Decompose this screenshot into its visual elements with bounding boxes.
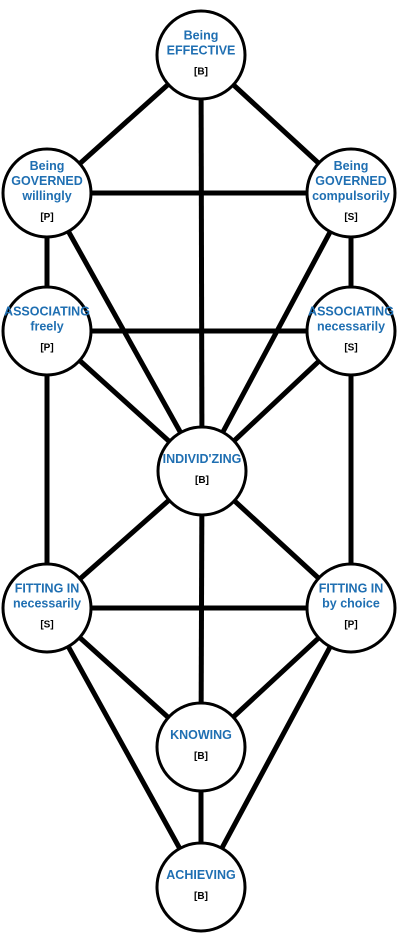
- edge-fitting-in-by-choice-achieving: [198, 606, 354, 889]
- node-label: GOVERNED: [11, 174, 83, 188]
- node-tag: [P]: [344, 620, 357, 631]
- node-label: ASSOCIATING: [4, 305, 90, 319]
- node-label: necessarily: [317, 320, 385, 334]
- node-label: GOVERNED: [315, 174, 387, 188]
- node-label: ACHIEVING: [166, 868, 235, 882]
- node-circle: [1, 285, 93, 377]
- node-label: FITTING IN: [319, 582, 384, 596]
- node-circle: [155, 841, 247, 933]
- node-tag: [B]: [195, 475, 209, 486]
- node-tag: [B]: [194, 891, 208, 902]
- node-label: EFFECTIVE: [167, 44, 236, 58]
- node-knowing: KNOWING [B]: [155, 701, 247, 793]
- node-label: willingly: [21, 189, 71, 203]
- node-tag: [S]: [40, 620, 53, 631]
- node-circle: [156, 425, 248, 517]
- node-label: KNOWING: [170, 728, 232, 742]
- node-label: Being: [30, 159, 65, 173]
- node-label: necessarily: [13, 597, 81, 611]
- node-tag: [B]: [194, 751, 208, 762]
- node-tag: [S]: [344, 212, 357, 223]
- node-label: compulsorily: [312, 189, 390, 203]
- node-label: freely: [30, 320, 63, 334]
- node-label: ASSOCIATING: [308, 305, 394, 319]
- node-circle: [155, 701, 247, 793]
- node-label: INDIVID'ZING: [163, 452, 242, 466]
- node-tag: [P]: [40, 343, 53, 354]
- node-achieving: ACHIEVING [B]: [155, 841, 247, 933]
- node-circle: [1, 147, 93, 239]
- node-circle: [155, 9, 247, 101]
- node-label: Being: [334, 159, 369, 173]
- node-circle: [305, 285, 397, 377]
- node-circle: [305, 562, 397, 654]
- edge-fitting-in-necessarily-achieving: [44, 606, 204, 889]
- node-tag: [P]: [40, 212, 53, 223]
- node-tag: [S]: [344, 343, 357, 354]
- node-circle: [1, 562, 93, 654]
- node-label: FITTING IN: [15, 582, 80, 596]
- node-individzing: INDIVID'ZING [B]: [156, 425, 248, 517]
- node-circle: [305, 147, 397, 239]
- node-label: by choice: [322, 597, 380, 611]
- node-tag: [B]: [194, 67, 208, 78]
- edge-effective-individzing: [198, 54, 205, 472]
- node-label: Being: [184, 29, 219, 43]
- nodes-layer: BeingEFFECTIVE[B]BeingGOVERNEDwillingly[…: [1, 9, 397, 933]
